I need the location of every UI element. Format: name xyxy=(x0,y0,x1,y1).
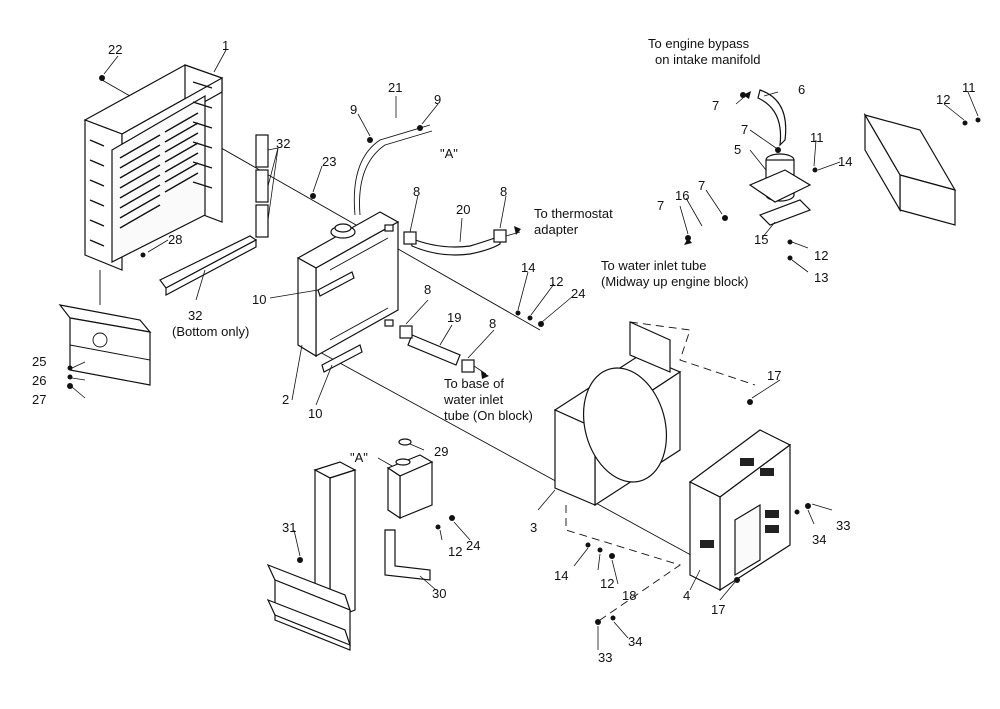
label-17b: 17 xyxy=(711,602,725,617)
grille-louvers xyxy=(89,81,213,247)
leader-lines xyxy=(71,49,979,650)
label-A-tank: "A" xyxy=(350,450,368,465)
label-7b: 7 xyxy=(741,122,748,137)
label-9a: 9 xyxy=(350,102,357,117)
label-14a: 14 xyxy=(838,154,852,169)
note-thermostat-line1: To thermostat xyxy=(534,206,613,221)
lower-bracket-frame xyxy=(266,461,357,651)
label-18: 18 xyxy=(622,588,636,603)
label-2: 2 xyxy=(282,392,289,407)
label-27: 27 xyxy=(32,392,46,407)
label-15: 15 xyxy=(754,232,768,247)
label-34b: 34 xyxy=(628,634,642,649)
note-inlet-line2: (Midway up engine block) xyxy=(601,274,748,289)
label-3: 3 xyxy=(530,520,537,535)
label-12b: 12 xyxy=(814,248,828,263)
label-10b: 10 xyxy=(308,406,322,421)
rubber-strips xyxy=(159,134,269,296)
label-8a: 8 xyxy=(413,184,420,199)
label-32b: 32 xyxy=(188,308,202,323)
note-bypass-line1: To engine bypass xyxy=(648,36,750,51)
label-8b: 8 xyxy=(500,184,507,199)
note-thermostat-line2: adapter xyxy=(534,222,579,237)
routing-notes: To engine bypass on intake manifold To t… xyxy=(172,36,761,423)
label-7a: 7 xyxy=(712,98,719,113)
label-1: 1 xyxy=(222,38,229,53)
rear-guard xyxy=(688,429,792,592)
label-24b: 24 xyxy=(466,538,480,553)
thermostat-housing xyxy=(748,153,812,226)
note-inlet-line1: To water inlet tube xyxy=(601,258,707,273)
hoses xyxy=(353,89,787,366)
label-8c: 8 xyxy=(424,282,431,297)
label-25: 25 xyxy=(32,354,46,369)
label-24a: 24 xyxy=(571,286,585,301)
label-12d: 12 xyxy=(600,576,614,591)
label-20: 20 xyxy=(456,202,470,217)
label-28: 28 xyxy=(168,232,182,247)
label-7c: 7 xyxy=(698,178,705,193)
label-14c: 14 xyxy=(554,568,568,583)
overflow-tank xyxy=(384,438,434,581)
label-11a: 11 xyxy=(962,80,976,95)
note-base-line3: tube (On block) xyxy=(444,408,533,423)
fan-shroud xyxy=(553,321,682,507)
label-12e: 12 xyxy=(448,544,462,559)
label-8d: 8 xyxy=(489,316,496,331)
callout-labels: 1 2 3 4 5 6 7 7 7 7 8 8 8 8 9 9 10 10 11… xyxy=(32,38,976,665)
label-26: 26 xyxy=(32,373,46,388)
label-14b: 14 xyxy=(521,260,535,275)
right-frame-channel xyxy=(863,112,957,226)
note-base-line1: To base of xyxy=(444,376,504,391)
label-11b: 11 xyxy=(810,130,824,145)
label-6: 6 xyxy=(798,82,805,97)
label-17a: 17 xyxy=(767,368,781,383)
label-34a: 34 xyxy=(812,532,826,547)
label-12c: 12 xyxy=(549,274,563,289)
note-bottom-only: (Bottom only) xyxy=(172,324,249,339)
label-32a: 32 xyxy=(276,136,290,151)
label-21: 21 xyxy=(388,80,402,95)
label-12a: 12 xyxy=(936,92,950,107)
left-frame-rail xyxy=(58,304,152,386)
radiator-core xyxy=(296,211,400,373)
label-13: 13 xyxy=(814,270,828,285)
label-A-hose: "A" xyxy=(440,146,458,161)
label-19: 19 xyxy=(447,310,461,325)
label-30: 30 xyxy=(432,586,446,601)
label-33a: 33 xyxy=(836,518,850,533)
label-5: 5 xyxy=(734,142,741,157)
label-29: 29 xyxy=(434,444,448,459)
radiator-grille-shroud xyxy=(83,64,224,271)
label-22: 22 xyxy=(108,42,122,57)
arrow-heads xyxy=(481,91,751,379)
label-7d: 7 xyxy=(657,198,664,213)
label-33b: 33 xyxy=(598,650,612,665)
label-9b: 9 xyxy=(434,92,441,107)
note-bypass-line2: on intake manifold xyxy=(655,52,761,67)
label-16: 16 xyxy=(675,188,689,203)
hose-clamps xyxy=(399,229,507,373)
label-10a: 10 xyxy=(252,292,266,307)
note-base-line2: water inlet xyxy=(443,392,504,407)
label-23: 23 xyxy=(322,154,336,169)
label-4: 4 xyxy=(683,588,690,603)
label-31: 31 xyxy=(282,520,296,535)
